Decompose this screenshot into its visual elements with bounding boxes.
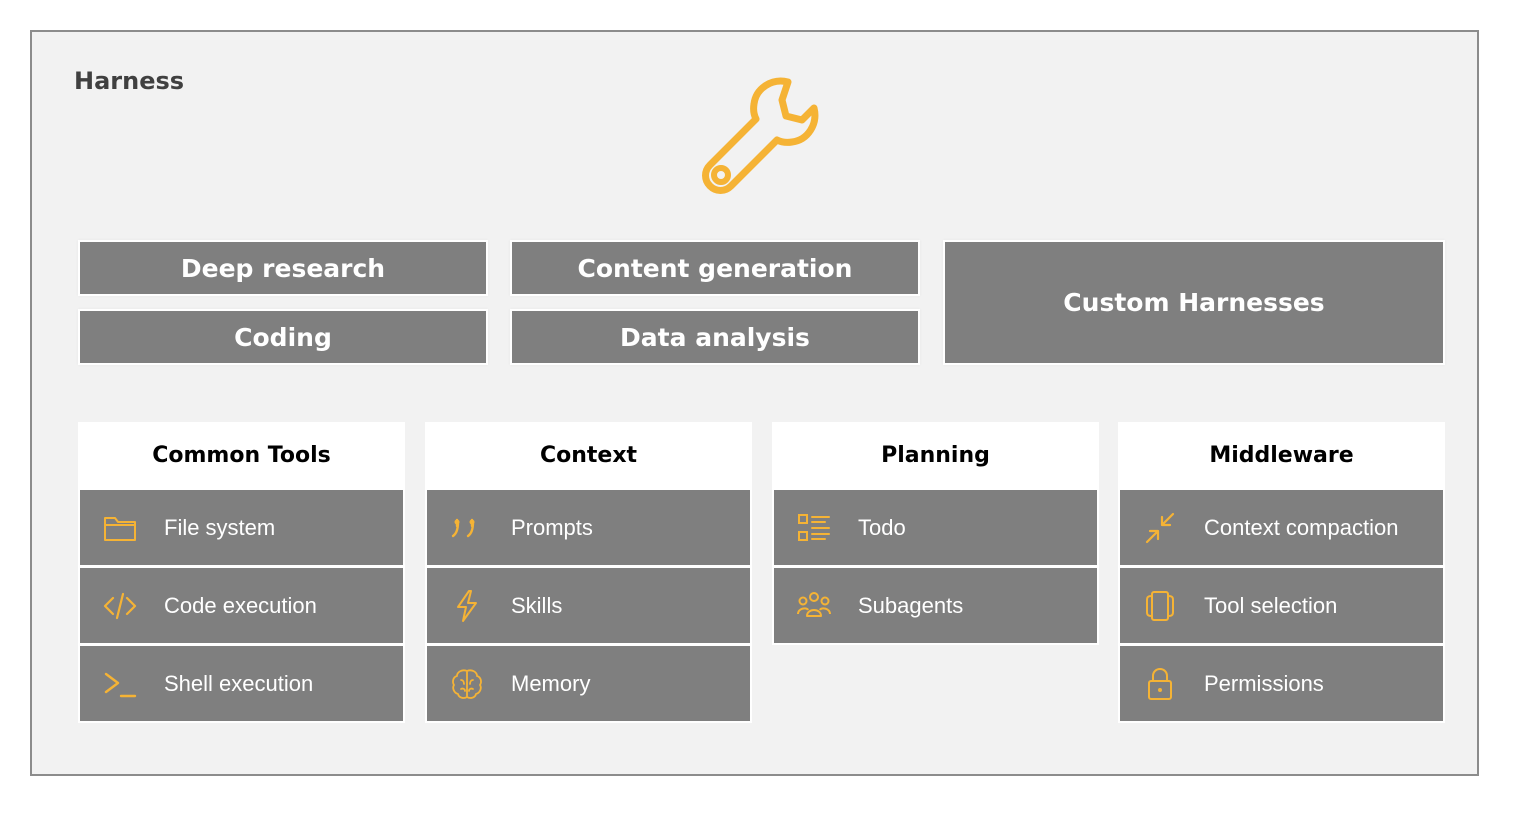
list-item-subagents: Subagents xyxy=(772,567,1099,645)
list-item-label: Permissions xyxy=(1204,670,1324,696)
list-item-label: Skills xyxy=(511,592,563,618)
list-item-memory: Memory xyxy=(425,645,752,723)
list-item-label: File system xyxy=(164,514,276,540)
list-item-context-compaction: Context compaction xyxy=(1118,489,1445,567)
brain-icon xyxy=(447,664,487,704)
list-item-label: Subagents xyxy=(858,592,964,618)
column-header: Middleware xyxy=(1118,422,1445,489)
carousel-icon xyxy=(1140,586,1180,626)
list-item-tool-selection: Tool selection xyxy=(1118,567,1445,645)
checklist-icon xyxy=(794,508,834,548)
list-item-label: Todo xyxy=(858,514,906,540)
column-planning: Planning Todo Subagents xyxy=(772,422,1099,645)
harness-deep-research-label: Deep research xyxy=(180,253,386,283)
quote-icon xyxy=(447,508,487,548)
harness-coding: Coding xyxy=(78,309,488,365)
code-icon xyxy=(100,586,140,626)
list-item-label: Prompts xyxy=(511,514,593,540)
list-item-file-system: File system xyxy=(78,489,405,567)
list-item-shell-execution: Shell execution xyxy=(78,645,405,723)
list-item-label: Memory xyxy=(511,670,591,696)
list-item-code-execution: Code execution xyxy=(78,567,405,645)
harness-data-analysis-label: Data analysis xyxy=(620,322,810,352)
harness-custom: Custom Harnesses xyxy=(943,240,1445,365)
list-item-label: Tool selection xyxy=(1204,592,1338,618)
harness-custom-label: Custom Harnesses xyxy=(1063,288,1325,317)
column-header: Context xyxy=(425,422,752,489)
terminal-icon xyxy=(100,664,140,704)
column-header: Planning xyxy=(772,422,1099,489)
list-item-label: Code execution xyxy=(164,592,317,618)
list-item-skills: Skills xyxy=(425,567,752,645)
harness-data-analysis: Data analysis xyxy=(510,309,920,365)
list-item-prompts: Prompts xyxy=(425,489,752,567)
list-item-permissions: Permissions xyxy=(1118,645,1445,723)
column-context: Context Prompts Skills Memory xyxy=(425,422,752,723)
harness-deep-research: Deep research xyxy=(78,240,488,296)
compress-icon xyxy=(1140,508,1180,548)
lightning-icon xyxy=(447,586,487,626)
folder-icon xyxy=(100,508,140,548)
harness-content-generation: Content generation xyxy=(510,240,920,296)
harness-coding-label: Coding xyxy=(234,322,332,352)
lock-icon xyxy=(1140,664,1180,704)
harness-content-generation-label: Content generation xyxy=(577,253,853,283)
list-item-label: Context compaction xyxy=(1204,514,1399,540)
column-header: Common Tools xyxy=(78,422,405,489)
column-middleware: Middleware Context compaction Tool selec… xyxy=(1118,422,1445,723)
column-common-tools: Common Tools File system Code execution … xyxy=(78,422,405,723)
frame-title: Harness xyxy=(74,67,185,95)
people-icon xyxy=(794,586,834,626)
list-item-label: Shell execution xyxy=(164,670,314,696)
wrench-icon xyxy=(702,77,819,194)
list-item-todo: Todo xyxy=(772,489,1099,567)
